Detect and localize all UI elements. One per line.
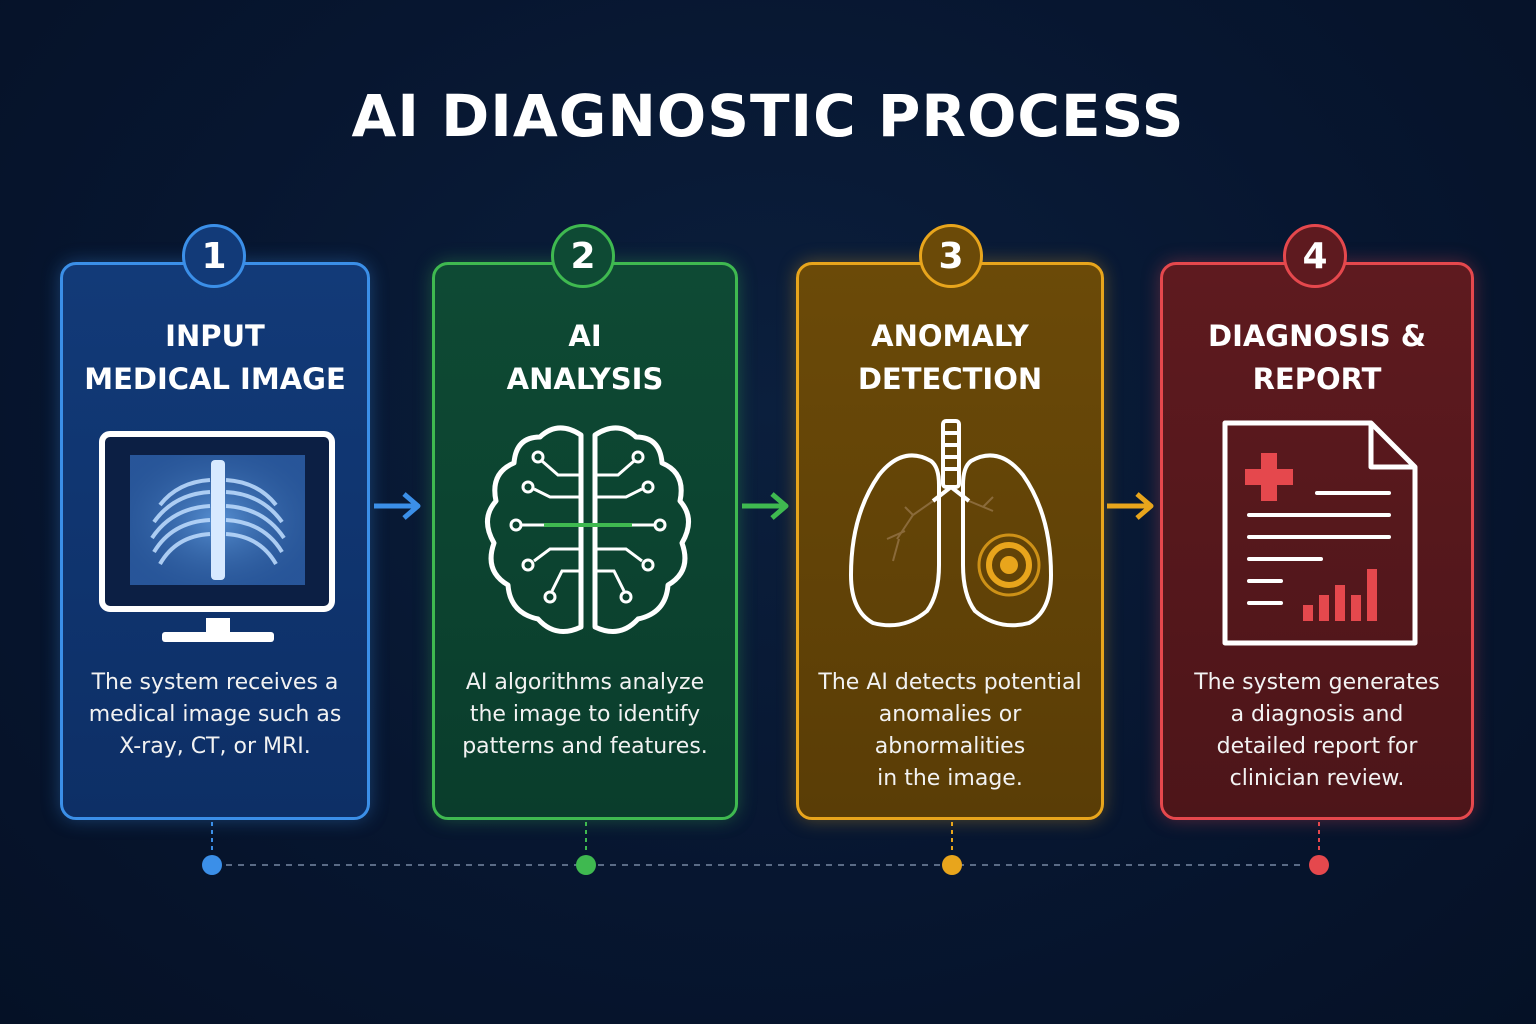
step-title: ANOMALY DETECTION	[857, 319, 1043, 396]
timeline-dot	[202, 855, 222, 875]
timeline-dot	[942, 855, 962, 875]
arrow-right-icon	[1107, 492, 1154, 520]
step-title: AI ANALYSIS	[506, 319, 664, 396]
step-card-analysis: AI ANALYSIS AI algorithms analyze the im…	[432, 262, 738, 820]
circuit-brain-icon	[485, 425, 691, 634]
timeline-dot	[1309, 855, 1329, 875]
step-number-badge: 4	[1283, 224, 1347, 288]
timeline-dot	[576, 855, 596, 875]
step-card-report: DIAGNOSIS & REPORT The system generates …	[1160, 262, 1474, 820]
medical-report-icon	[1222, 420, 1418, 646]
step-card-input: INPUT MEDICAL IMAGE The system receives …	[60, 262, 370, 820]
step-description: The system receives a medical image such…	[88, 670, 342, 759]
lungs-target-icon	[849, 419, 1053, 628]
step-number-badge: 2	[551, 224, 615, 288]
step-description: The AI detects potential anomalies or ab…	[818, 670, 1082, 791]
arrow-right-icon	[374, 492, 421, 520]
step-card-detection: ANOMALY DETECTION The AI detects potenti…	[796, 262, 1104, 820]
step-title: INPUT MEDICAL IMAGE	[84, 319, 346, 396]
step-description: The system generates a diagnosis and det…	[1194, 670, 1440, 791]
page-title: AI DIAGNOSTIC PROCESS	[351, 82, 1185, 150]
arrow-right-icon	[742, 492, 789, 520]
step-description: AI algorithms analyze the image to ident…	[462, 670, 708, 759]
step-number-badge: 1	[182, 224, 246, 288]
monitor-xray-icon	[99, 431, 335, 642]
step-number-badge: 3	[919, 224, 983, 288]
step-title: DIAGNOSIS & REPORT	[1208, 319, 1426, 396]
